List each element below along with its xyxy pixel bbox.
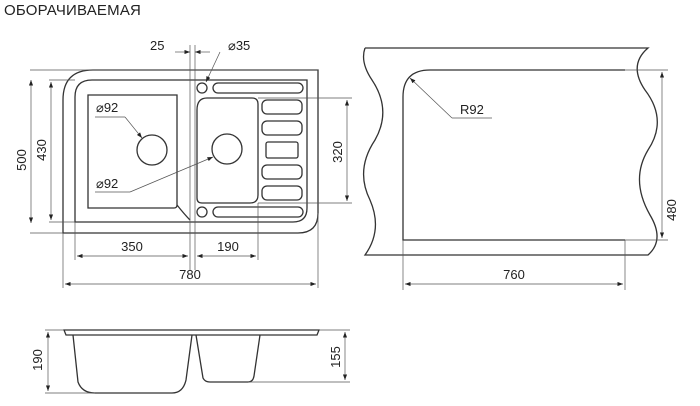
- drawing-title: ОБОРАЧИВАЕМАЯ: [4, 2, 142, 19]
- dim-350: 350: [121, 239, 143, 254]
- dim-780: 780: [179, 267, 201, 282]
- side-dim-155: 155: [328, 346, 343, 368]
- sink-side-view: 190 155: [30, 329, 350, 394]
- dim-r92: R92: [460, 102, 484, 117]
- dim-500: 500: [14, 149, 29, 171]
- dim-480: 480: [664, 199, 679, 221]
- dim-190: 190: [217, 239, 239, 254]
- side-dim-190: 190: [30, 349, 45, 371]
- dim-430: 430: [34, 139, 49, 161]
- dim-d92-left: ⌀92: [96, 100, 118, 115]
- sink-top-view: 25 ⌀35 ⌀92 ⌀92 500 430 320 350 190 780: [14, 38, 352, 288]
- dim-25: 25: [150, 38, 164, 53]
- cutout-view: 480 R92 760: [362, 47, 679, 290]
- dim-d35: ⌀35: [228, 38, 250, 53]
- dim-d92-right: ⌀92: [96, 176, 118, 191]
- dim-760: 760: [503, 267, 525, 282]
- dim-320: 320: [330, 141, 345, 163]
